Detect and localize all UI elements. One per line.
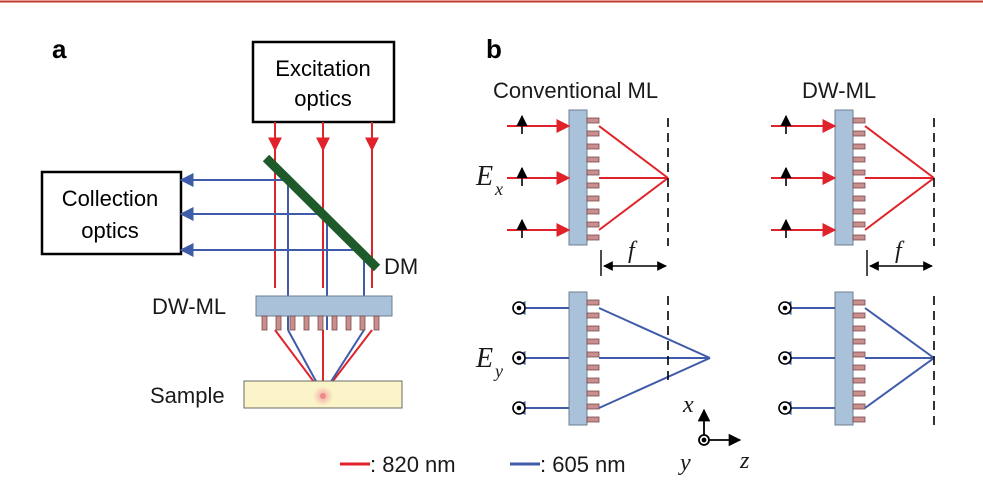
conv-bot-polarization-circles [512,301,526,415]
dwml-top-lens [834,109,854,246]
conv-ml-top [507,109,669,246]
dichroic-mirror [262,154,381,272]
dwml-pillars [261,315,380,331]
panel-a-label: a [52,34,67,64]
collection-beams [179,173,365,395]
dwml-top-pillars [852,117,866,241]
conv-ml-top-pillars [586,117,600,241]
ey-label: E [475,343,493,374]
conv-ml-bottom-pillars [586,299,600,423]
dwml-top [771,109,935,246]
sample-label: Sample [150,383,225,408]
dwml-label: DW-ML [152,294,226,319]
coordinate-axes [697,408,742,447]
conv-bot-ray3-in [598,357,711,409]
dwml-substrate [255,295,393,317]
ex-subscript: x [494,179,503,199]
dwml-bottom-lens [834,291,854,426]
focal-length-right-label: f [895,238,905,264]
legend-label-605: : 605 nm [540,452,626,477]
dwml-bottom [777,291,935,430]
z-axis-label: z [739,448,750,474]
conv-top-ray3-out [598,177,669,231]
conv-bot-ray1-in [598,307,711,359]
conv-ml-bottom-lens [568,291,588,426]
legend: : 820 nm : 605 nm [340,452,626,477]
x-axis-label: x [682,392,694,418]
excitation-beams [268,122,379,395]
conv-top-ray1-out [598,125,669,179]
collection-label-line2: optics [81,218,138,243]
dwml-bot-polarization-circles [778,301,792,415]
ey-subscript: y [493,361,503,381]
dm-label: DM [384,254,418,279]
legend-label-820: : 820 nm [370,452,456,477]
conventional-ml-title: Conventional ML [493,78,658,103]
dwml-title: DW-ML [802,78,876,103]
conv-ml-top-lens [568,109,588,246]
y-axis-label: y [678,450,691,476]
conv-ml-bottom [511,291,711,426]
focal-length-left-label: f [628,238,638,264]
excitation-label-line1: Excitation [275,56,370,81]
collection-optics-box [40,170,183,256]
focal-length-left [600,250,667,276]
panel-b-label: b [486,34,502,64]
focal-length-right [866,250,933,276]
ex-label: E [475,161,493,192]
collection-label-line1: Collection [62,186,159,211]
focus-spot-core [320,393,326,399]
dwml-bottom-pillars [852,299,866,423]
excitation-label-line2: optics [294,86,351,111]
